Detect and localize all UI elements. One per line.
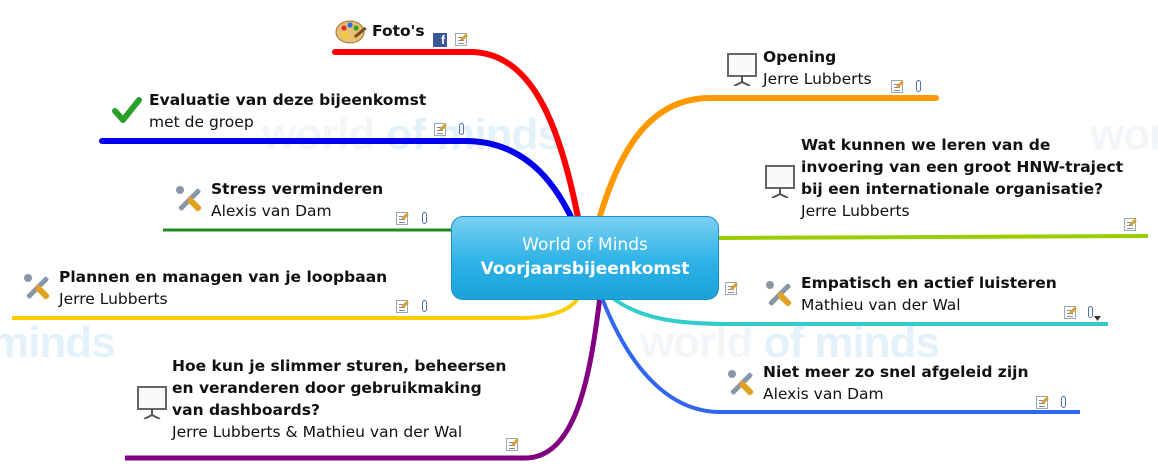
- tools-icon: [766, 281, 792, 307]
- topic-title: Stress verminderen: [211, 180, 384, 198]
- topic-subtitle: Jerre Lubberts: [59, 290, 168, 308]
- topic-title: Evaluatie van deze bijeenkomst: [149, 91, 427, 109]
- branch-afgeleid: [600, 297, 1080, 414]
- topic-title: Niet meer zo snel afgeleid zijn: [763, 363, 1029, 381]
- topic-title: Opening: [763, 48, 837, 66]
- topic-evaluatie[interactable]: Evaluatie van deze bijeenkomst met de gr…: [149, 89, 426, 133]
- branch-evaluatie: [99, 138, 581, 235]
- central-topic-line2: Voorjaarsbijeenkomst: [480, 259, 690, 279]
- topic-subtitle: Alexis van Dam: [763, 385, 884, 403]
- checkmark-icon: [112, 97, 142, 123]
- attachment-icon[interactable]: [422, 212, 427, 224]
- watermark-word: minds: [0, 318, 116, 367]
- presentation-icon: [727, 53, 757, 86]
- attachment-icon[interactable]: [1061, 396, 1066, 408]
- topic-fotos[interactable]: Foto's: [372, 20, 425, 42]
- watermark-word: world: [1090, 110, 1158, 159]
- topic-subtitle: Mathieu van der Wal: [801, 296, 961, 314]
- branch-fotos: [332, 49, 583, 231]
- note-icon[interactable]: [506, 438, 518, 451]
- attachment-icon[interactable]: [422, 300, 427, 312]
- topic-title: Hoe kun je slimmer sturen, beheersen: [172, 357, 507, 375]
- topic-title: invoering van een groot HNW-traject: [801, 158, 1124, 176]
- note-icon[interactable]: [434, 123, 446, 136]
- topic-dashboards[interactable]: Hoe kun je slimmer sturen, beheersen en …: [172, 355, 506, 443]
- topic-afgeleid[interactable]: Niet meer zo snel afgeleid zijn Alexis v…: [763, 361, 1029, 405]
- topic-subtitle: Jerre Lubberts: [801, 202, 910, 220]
- central-topic-line1: World of Minds: [522, 235, 648, 255]
- note-icon[interactable]: [396, 300, 408, 313]
- watermark-word: of: [385, 110, 427, 159]
- presentation-icon: [765, 165, 795, 198]
- watermark-word: world: [262, 110, 375, 159]
- watermark: world: [1090, 110, 1158, 160]
- presentation-icon: [137, 386, 167, 419]
- topic-subtitle: Jerre Lubberts & Mathieu van der Wal: [172, 423, 463, 441]
- topic-subtitle: met de groep: [149, 113, 254, 131]
- tools-icon: [728, 370, 754, 396]
- topic-luisteren[interactable]: Empatisch en actief luisteren Mathieu va…: [801, 272, 1057, 316]
- dropdown-arrow-icon[interactable]: [1094, 316, 1101, 321]
- topic-subtitle: Jerre Lubberts: [763, 70, 872, 88]
- note-icon[interactable]: [1124, 218, 1136, 231]
- facebook-icon[interactable]: f: [433, 33, 447, 47]
- topic-title: en veranderen door gebruikmaking: [172, 379, 482, 397]
- note-icon[interactable]: [1064, 306, 1076, 319]
- topic-title: Plannen en managen van je loopbaan: [59, 268, 388, 286]
- watermark-word: of: [763, 318, 805, 367]
- note-icon[interactable]: [396, 212, 408, 225]
- branch-luisteren: [608, 294, 1108, 326]
- watermark: world of minds: [262, 110, 562, 160]
- tools-icon: [176, 186, 202, 212]
- attachment-icon[interactable]: [916, 80, 921, 92]
- topic-title: Wat kunnen we leren van de: [801, 136, 1051, 154]
- topic-title: Foto's: [372, 22, 425, 40]
- note-icon[interactable]: [455, 33, 467, 46]
- note-icon[interactable]: [1036, 396, 1048, 409]
- topic-loopbaan[interactable]: Plannen en managen van je loopbaan Jerre…: [59, 266, 387, 310]
- topic-title: bij een internationale organisatie?: [801, 180, 1104, 198]
- tools-icon: [24, 274, 50, 300]
- attachment-icon[interactable]: [1088, 306, 1093, 318]
- topic-opening[interactable]: Opening Jerre Lubberts: [763, 46, 872, 90]
- watermark-word: minds: [814, 318, 940, 367]
- watermark-word: minds: [436, 110, 562, 159]
- watermark: world of minds: [640, 318, 940, 368]
- attachment-icon[interactable]: [459, 123, 464, 135]
- topic-hnw[interactable]: Wat kunnen we leren van de invoering van…: [801, 134, 1123, 222]
- central-topic[interactable]: World of Minds Voorjaarsbijeenkomst: [451, 216, 719, 300]
- topic-title: van dashboards?: [172, 401, 320, 419]
- branch-opening: [597, 95, 939, 219]
- branch-dashboards: [125, 295, 603, 461]
- note-icon[interactable]: [725, 282, 737, 295]
- topic-stress[interactable]: Stress verminderen Alexis van Dam: [211, 178, 383, 222]
- watermark-word: world: [640, 318, 753, 367]
- palette-icon: [335, 20, 367, 44]
- note-icon[interactable]: [891, 80, 903, 93]
- branch-hnw: [717, 234, 1149, 240]
- topic-subtitle: Alexis van Dam: [211, 202, 332, 220]
- watermark: minds: [0, 318, 116, 368]
- topic-title: Empatisch en actief luisteren: [801, 274, 1057, 292]
